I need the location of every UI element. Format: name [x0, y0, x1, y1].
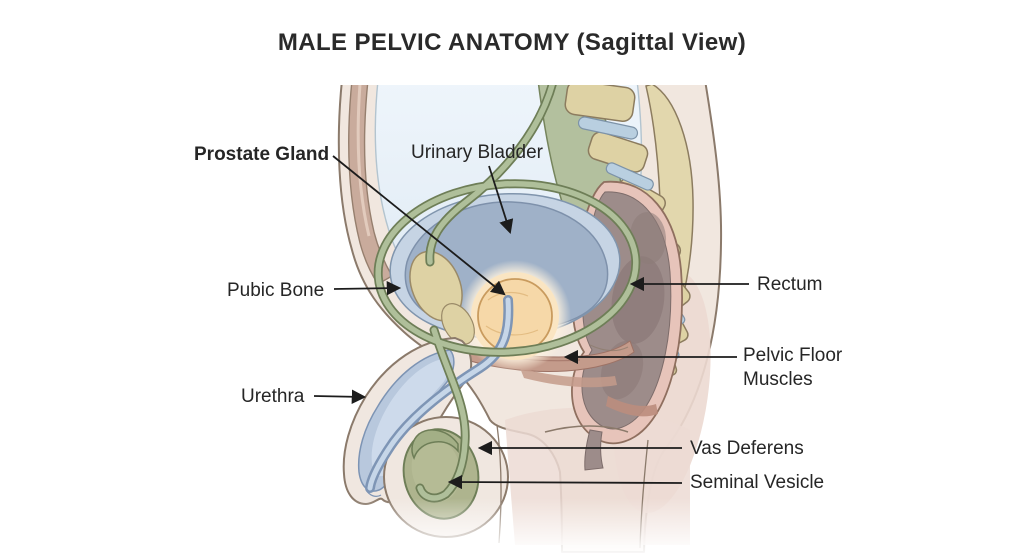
label-rectum: Rectum — [757, 274, 823, 295]
arrow-prostate-gland — [332, 155, 506, 296]
arrow-seminal-vesicle — [447, 474, 683, 490]
label-urethra: Urethra — [241, 386, 305, 407]
top-crop-mask — [0, 0, 1024, 85]
pubic-bone-shape — [409, 250, 475, 345]
anal-canal — [584, 429, 604, 471]
label-pelvic-floor-muscles: Pelvic Floor Muscles — [743, 344, 842, 392]
label-prostate-gland: Prostate Gland — [194, 144, 330, 165]
bottom-fade — [0, 498, 1024, 559]
label-vas-deferens: Vas Deferens — [690, 438, 804, 459]
label-seminal-vesicle: Seminal Vesicle — [690, 472, 825, 493]
annotation-arrows — [313, 155, 749, 490]
label-pubic-bone: Pubic Bone — [227, 280, 325, 301]
diagram-title: MALE PELVIC ANATOMY (Sagittal View) — [277, 29, 747, 56]
urethra-tube — [365, 295, 514, 493]
arrow-pubic-bone — [333, 280, 402, 296]
arrow-urinary-bladder — [488, 165, 514, 235]
label-pelvic-floor-line2: Muscles — [743, 369, 813, 390]
epididymis — [411, 429, 459, 460]
vas-deferens-tube — [373, 77, 641, 503]
label-pelvic-floor-line1: Pelvic Floor — [743, 345, 843, 366]
arrow-urethra — [313, 389, 367, 404]
label-urinary-bladder: Urinary Bladder — [411, 142, 543, 163]
